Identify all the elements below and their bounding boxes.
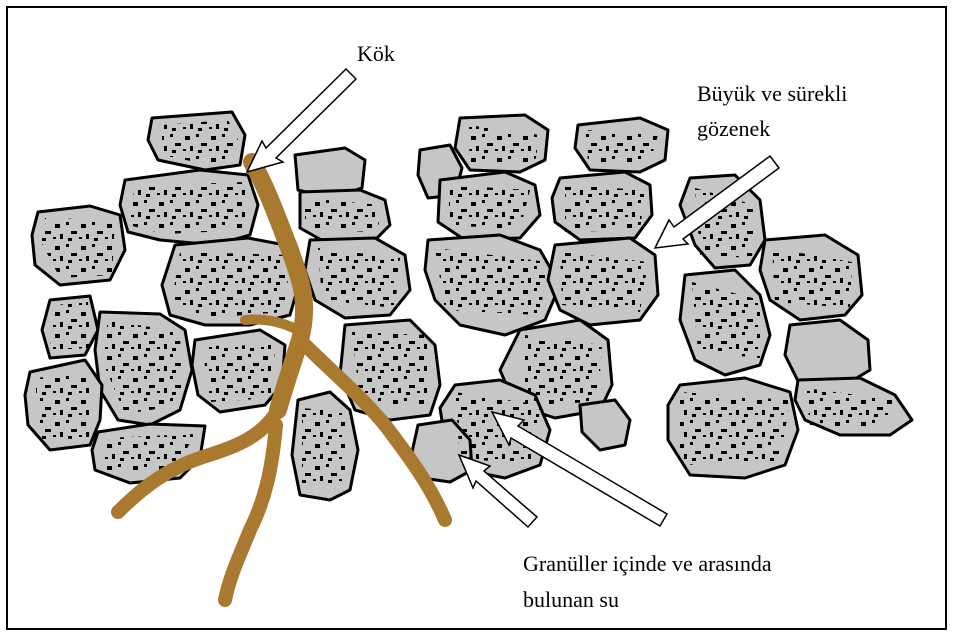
label-large-pore-line2: gözenek (697, 115, 770, 142)
label-root: Kök (357, 40, 395, 67)
label-large-pore-line1: Büyük ve sürekli (697, 80, 847, 107)
soil-granule (785, 320, 870, 385)
label-water-line2: bulunan su (523, 586, 619, 613)
label-water-line1: Granüller içinde ve arasında (523, 550, 772, 577)
soil-granule (580, 400, 630, 450)
